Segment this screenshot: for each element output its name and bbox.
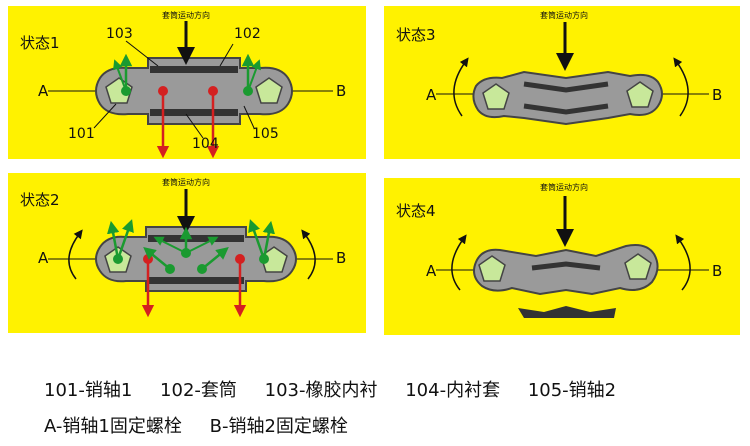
legend-item-103: 103-橡胶内衬 bbox=[264, 380, 378, 401]
legend-row-1: 101-销轴1 102-套筒 103-橡胶内衬 104-内衬套 105-销轴2 bbox=[44, 376, 638, 402]
pin-105-pentagon bbox=[626, 81, 654, 108]
link-body bbox=[472, 70, 663, 126]
label-a: A bbox=[426, 86, 437, 104]
pin-101-pentagon bbox=[478, 255, 506, 282]
rubber-strip-top bbox=[150, 66, 238, 73]
state-4-drawing bbox=[436, 196, 709, 318]
callout-101: 101 bbox=[68, 126, 95, 142]
state-3-drawing bbox=[436, 22, 709, 126]
callout-104: 104 bbox=[192, 136, 219, 152]
rubber-strip-bottom bbox=[150, 109, 238, 116]
label-b: B bbox=[336, 249, 347, 267]
state-label: 状态3 bbox=[396, 26, 436, 44]
state-1-drawing bbox=[48, 21, 333, 159]
pin-105-pentagon bbox=[255, 77, 283, 104]
callout-105: 105 bbox=[252, 126, 279, 142]
direction-label: 套筒运动方向 bbox=[540, 183, 588, 192]
direction-label: 套筒运动方向 bbox=[162, 11, 210, 20]
state-label: 状态1 bbox=[20, 34, 60, 52]
panel-state-3: 状态3 套筒运动方向 A B bbox=[384, 6, 740, 159]
callout-102: 102 bbox=[234, 26, 261, 42]
legend-item-102: 102-套筒 bbox=[160, 380, 237, 401]
direction-label: 套筒运动方向 bbox=[540, 11, 588, 20]
state-label: 状态2 bbox=[20, 191, 60, 209]
legend-item-a: A-销轴1固定螺栓 bbox=[44, 416, 182, 437]
panel-state-2: 状态2 套筒运动方向 A B bbox=[8, 173, 366, 333]
panel-state-4: 状态4 套筒运动方向 A B bbox=[384, 178, 740, 335]
label-a: A bbox=[38, 249, 49, 267]
link-body bbox=[95, 57, 293, 125]
link-body bbox=[473, 244, 659, 296]
state-label: 状态4 bbox=[396, 202, 436, 220]
label-a: A bbox=[38, 82, 49, 100]
legend-item-104: 104-内衬套 bbox=[405, 380, 501, 401]
label-a: A bbox=[426, 262, 437, 280]
direction-label: 套筒运动方向 bbox=[162, 178, 210, 187]
label-b: B bbox=[712, 86, 723, 104]
legend-row-2: A-销轴1固定螺栓 B-销轴2固定螺栓 bbox=[44, 412, 370, 438]
legend-item-105: 105-销轴2 bbox=[527, 380, 617, 401]
link-body bbox=[95, 226, 297, 292]
pin-105-pentagon bbox=[624, 253, 652, 280]
state-2-drawing bbox=[48, 189, 333, 318]
legend-item-b: B-销轴2固定螺栓 bbox=[209, 416, 348, 437]
label-b: B bbox=[336, 82, 347, 100]
pin-101-pentagon bbox=[482, 83, 510, 110]
legend-item-101: 101-销轴1 bbox=[44, 380, 133, 401]
label-b: B bbox=[712, 262, 723, 280]
callout-103: 103 bbox=[106, 26, 133, 42]
panel-state-1: 状态1 套筒运动方向 103 102 101 104 105 A B bbox=[8, 6, 366, 159]
